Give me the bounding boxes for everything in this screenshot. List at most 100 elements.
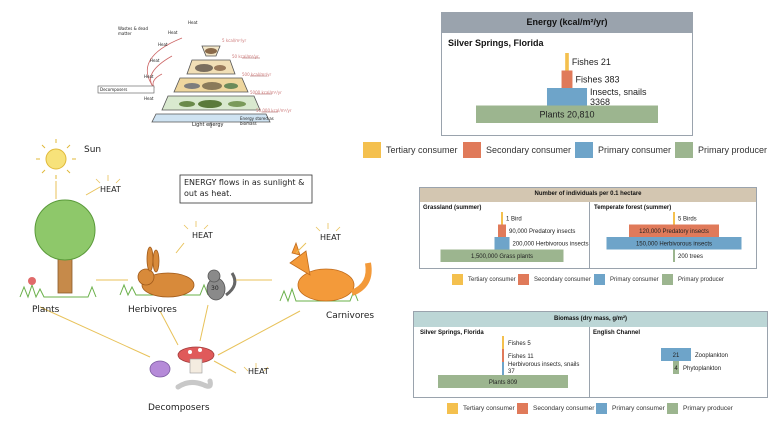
biomass-legend-swatch-tertiary: [447, 403, 458, 414]
pyramid-bottom-label: Light energy: [192, 122, 224, 128]
silver-bar-tertiary: [502, 336, 504, 349]
silver-label-producer: Plants 809: [489, 380, 518, 386]
pyramid-detritivores: Decomposers: [100, 87, 128, 92]
numbers-legend-tertiary: Tertiary consumer: [452, 274, 516, 285]
worm-icon: [175, 378, 213, 390]
biomass-legend: Tertiary consumer Secondary consumer Pri…: [447, 403, 765, 415]
biomass-legend-swatch-producer: [667, 403, 678, 414]
herbivores-label: Herbivores: [128, 305, 177, 315]
silver-subtitle: Silver Springs, Florida: [420, 330, 484, 336]
grassland-bar-producer: [440, 249, 564, 262]
biomass-legend-swatch-secondary: [517, 403, 528, 414]
silver-label-tertiary: Fishes 5: [508, 341, 531, 347]
legend-secondary: Secondary consumer: [463, 142, 571, 158]
energy-label-secondary: Fishes 383: [575, 75, 619, 85]
sun-icon: [36, 139, 76, 179]
detritivore-box: [97, 85, 155, 94]
heat-label-2: HEAT: [192, 231, 213, 240]
carnivores-label: Carnivores: [326, 311, 375, 321]
forest-bar-producer: [673, 249, 675, 262]
tree-icon: [34, 199, 96, 294]
energy-bar-tertiary: [565, 53, 569, 71]
pyramid-heat-2: Heat: [158, 42, 168, 47]
grassland-bar-secondary: [498, 224, 506, 237]
channel-value-primary: 21: [673, 353, 680, 359]
forest-bar-primary: [606, 237, 742, 250]
silver-bar-primary: [502, 362, 504, 375]
legend-primary: Primary consumer: [575, 142, 671, 158]
bug-icon: [149, 360, 171, 378]
pyramid-tier-5: [151, 113, 271, 123]
legend-label-tertiary: Tertiary consumer: [386, 145, 458, 155]
energy-label-producer: Plants 20,810: [539, 110, 594, 120]
legend-swatch-primary: [575, 142, 593, 158]
legend-producer: Primary producer: [675, 142, 767, 158]
biomass-legend-label-primary: Primary consumer: [612, 405, 665, 412]
numbers-legend-swatch-tertiary: [452, 274, 463, 285]
numbers-chart-title: Number of individuals per 0.1 hectare: [534, 191, 642, 197]
mushroom-icon: [177, 346, 215, 374]
pyramid-heat-4: Heat: [144, 74, 154, 79]
forest-subtitle: Temperate forest (summer): [594, 205, 672, 211]
pyramid-heat-5: Heat: [144, 96, 154, 101]
biomass-legend-label-producer: Primary producer: [683, 405, 733, 412]
energy-chart-header: [442, 13, 692, 33]
pyramid-energy-5: 50,000 kcal/m²/yr: [256, 108, 292, 113]
forest-bar-tertiary: [673, 212, 675, 225]
food-web-illustration: Sun HEAT HEAT HEAT HEAT ENERGY flows in …: [0, 135, 400, 432]
forest-label-primary: 150,000 Herbivorous insects: [636, 242, 712, 248]
energy-chart-panel: Energy (kcal/m²/yr) Silver Springs, Flor…: [441, 12, 693, 136]
numbers-legend-label-primary: Primary consumer: [610, 276, 659, 283]
energy-legend: Tertiary consumer Secondary consumer Pri…: [363, 142, 768, 160]
legend-tertiary: Tertiary consumer: [363, 142, 458, 158]
grassland-label-producer: 1,500,000 Grass plants: [471, 254, 533, 260]
energy-chart-title: Energy (kcal/m²/yr): [526, 17, 608, 27]
numbers-legend-primary: Primary consumer: [594, 274, 659, 285]
silver-bar-secondary: [502, 349, 504, 362]
channel-bar-producer: [673, 361, 679, 374]
forest-label-producer: 200 trees: [678, 254, 703, 260]
pyramid-energy-2: 50 kcal/m²/yr: [232, 54, 259, 59]
pyramid-sketch-svg: [97, 37, 278, 128]
grassland-subtitle: Grassland (summer): [423, 205, 482, 211]
biomass-legend-primary: Primary consumer: [596, 403, 665, 414]
legend-swatch-producer: [675, 142, 693, 158]
energy-bar-primary: [546, 88, 588, 106]
channel-label-producer: Phytoplankton: [683, 366, 721, 372]
energy-note-text: ENERGY flows in as sunlight & out as hea…: [184, 178, 305, 198]
pyramid-heat-6: Heat: [188, 20, 198, 25]
rabbit-icon: [137, 246, 195, 298]
channel-bar-primary: [661, 348, 691, 361]
numbers-legend-swatch-producer: [662, 274, 673, 285]
sun-label: Sun: [84, 145, 102, 155]
fox-icon: [289, 241, 372, 302]
numbers-legend-label-secondary: Secondary consumer: [534, 276, 591, 283]
grassland-bar-primary: [494, 237, 510, 250]
numbers-chart-header: [420, 188, 756, 202]
numbers-legend-producer: Primary producer: [662, 274, 724, 285]
forest-label-tertiary: 5 Birds: [678, 217, 697, 223]
pyramid-heat-1: Heat: [168, 30, 178, 35]
legend-label-producer: Primary producer: [698, 145, 768, 155]
numbers-legend-secondary: Secondary consumer: [518, 274, 591, 285]
squirrel-icon: [206, 269, 237, 301]
biomass-legend-label-tertiary: Tertiary consumer: [463, 405, 515, 412]
plants-label: Plants: [32, 305, 60, 315]
energy-chart-subtitle: Silver Springs, Florida: [448, 38, 544, 48]
forest-bar-secondary: [629, 224, 719, 237]
energy-pyramid-sketch: Wastes & dead matter Decomposers Heat He…: [92, 18, 292, 130]
biomass-legend-secondary: Secondary consumer: [517, 403, 594, 414]
grassland-bar-tertiary: [501, 212, 503, 225]
energy-bar-secondary: [561, 70, 573, 88]
pyramid-energy-4: 5000 kcal/m²/yr: [250, 90, 282, 95]
biomass-chart-header: [414, 312, 767, 327]
pyramid-energy-3: 500 kcal/m²/yr: [242, 72, 272, 77]
energy-bar-producer: [476, 105, 658, 123]
legend-label-secondary: Secondary consumer: [486, 145, 572, 155]
biomass-chart-panel: Biomass (dry mass, g/m²) Silver Springs,…: [413, 311, 768, 398]
